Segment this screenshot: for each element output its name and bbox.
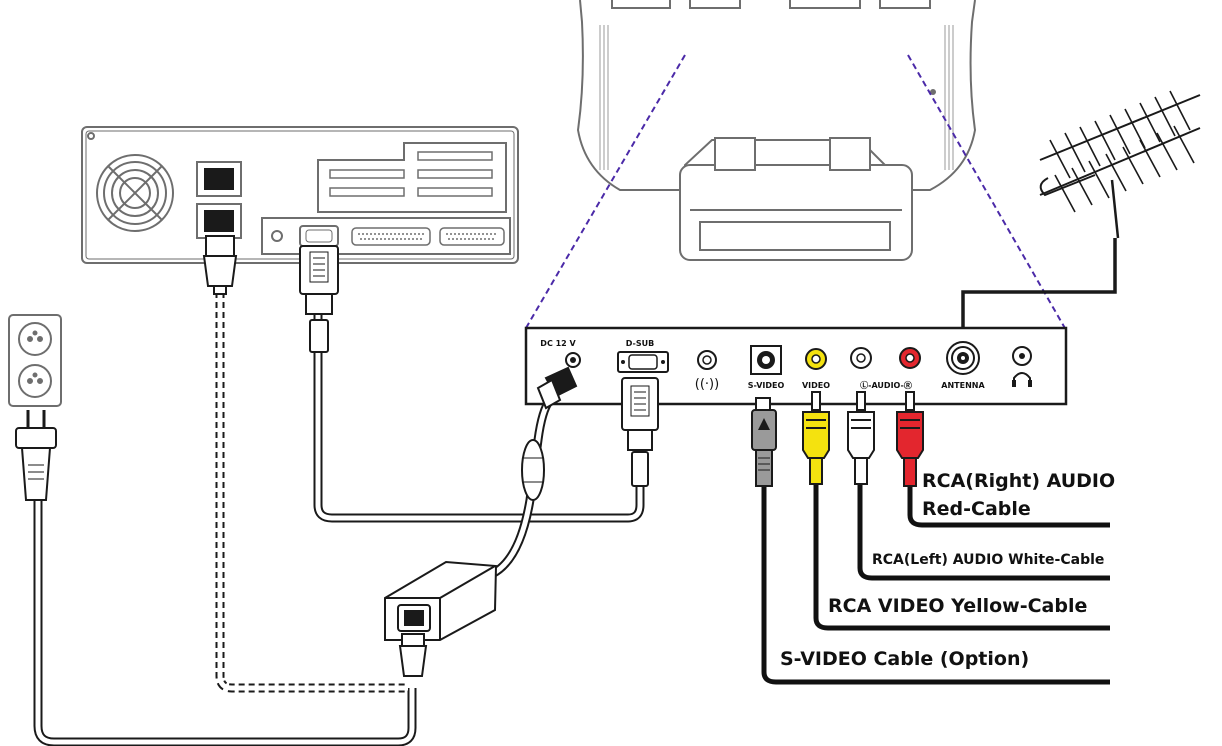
audio-right-cable-line (907, 486, 1110, 528)
pc-rear-icon (81, 126, 519, 264)
fan-grille-icon (96, 154, 174, 232)
antenna-port: ANTENNA (941, 341, 986, 390)
dc-plug-icon (521, 366, 578, 501)
audio-right-port (899, 347, 921, 369)
rca-video-label: RCA VIDEO Yellow-Cable (828, 595, 1087, 617)
svideo-cable-label: S-VIDEO Cable (Option) (780, 648, 1029, 670)
signal-icon: ((·)) (695, 350, 719, 392)
zoom-guide-lines (525, 54, 1067, 331)
vga-cable (313, 300, 645, 523)
rca-left-label: RCA(Left) AUDIO White-Cable (872, 552, 1104, 568)
dsub-port: D-SUB (617, 339, 669, 373)
antenna-port-label: ANTENNA (941, 381, 985, 390)
svideo-plug-icon (751, 397, 777, 487)
power-outlet-icon (8, 314, 62, 407)
rca-right-label-line1: RCA(Right) AUDIO (922, 470, 1115, 492)
video-port: VIDEO (802, 348, 830, 390)
dc-port: DC 12 V (540, 339, 581, 368)
pc-serial-port-icon (439, 227, 505, 246)
svideo-port: S-VIDEO (748, 345, 785, 390)
svideo-cable-line (761, 486, 1110, 685)
audio-left-cable-line (857, 484, 1110, 581)
mains-cable (33, 500, 417, 746)
headphone-icon (1012, 346, 1032, 387)
svideo-port-label: S-VIDEO (748, 381, 785, 390)
yagi-antenna-icon (961, 90, 1201, 352)
video-cable-line (813, 484, 1110, 631)
av-cables (761, 484, 1110, 685)
pc-power-socket-icon (196, 161, 242, 239)
pc-power-plug-icon (202, 235, 238, 295)
rca-right-label-line2: Red-Cable (922, 498, 1031, 520)
rear-panel (524, 326, 1068, 406)
pc-parallel-port-icon (351, 227, 431, 246)
pc-vga-port-icon (299, 225, 339, 247)
audio-right-plug-icon (896, 391, 924, 487)
pc-power-cable-dashed (215, 292, 408, 693)
pc-vga-plug-icon (299, 245, 339, 353)
svg-text:((·)): ((·)) (695, 377, 719, 392)
video-port-label: VIDEO (802, 381, 830, 390)
audio-left-port (850, 347, 872, 369)
power-plug-icon (15, 410, 57, 501)
monitor-rear-icon (576, 0, 977, 261)
dsub-plug-icon (621, 377, 659, 487)
audio-left-plug-icon (847, 391, 875, 485)
ac-adapter-icon (384, 560, 498, 677)
video-plug-icon (802, 391, 830, 485)
audio-port-label: Ⓛ-AUDIO-Ⓡ (860, 380, 912, 390)
dc-port-label: DC 12 V (540, 339, 576, 348)
dsub-port-label: D-SUB (626, 339, 654, 348)
